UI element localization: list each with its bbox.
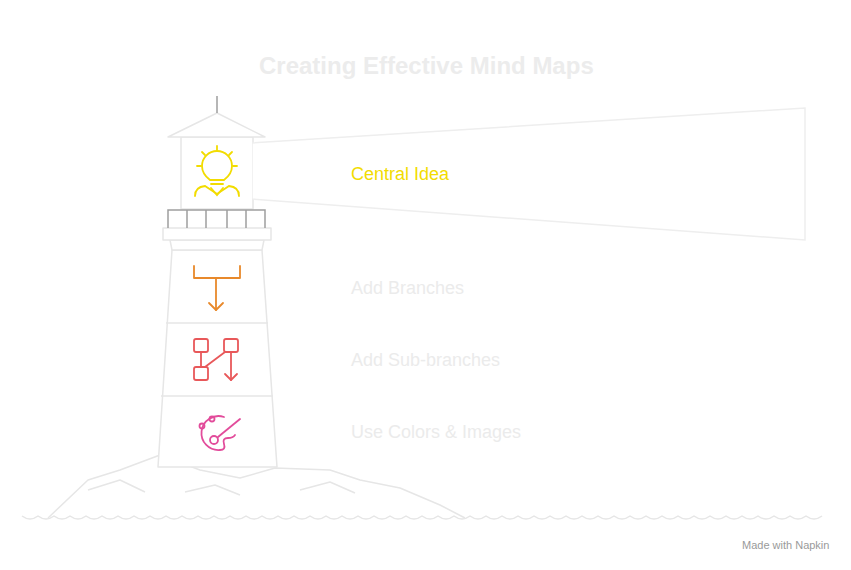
step-text: Central Idea: [351, 164, 449, 185]
lightbulb-icon: [195, 146, 239, 196]
step-text: Add Sub-branches: [351, 350, 500, 371]
sub-branch-icon: [194, 339, 238, 380]
watermark: Made with Napkin: [742, 539, 829, 551]
palette-icon: [200, 416, 241, 450]
step-text: Use Colors & Images: [351, 422, 521, 443]
light-beam: Central Idea: [252, 107, 806, 241]
step-text: Add Branches: [351, 278, 464, 299]
branch-icon: [194, 266, 240, 310]
diagram-title: Creating Effective Mind Maps: [259, 52, 594, 80]
beam-outline: [252, 107, 806, 241]
